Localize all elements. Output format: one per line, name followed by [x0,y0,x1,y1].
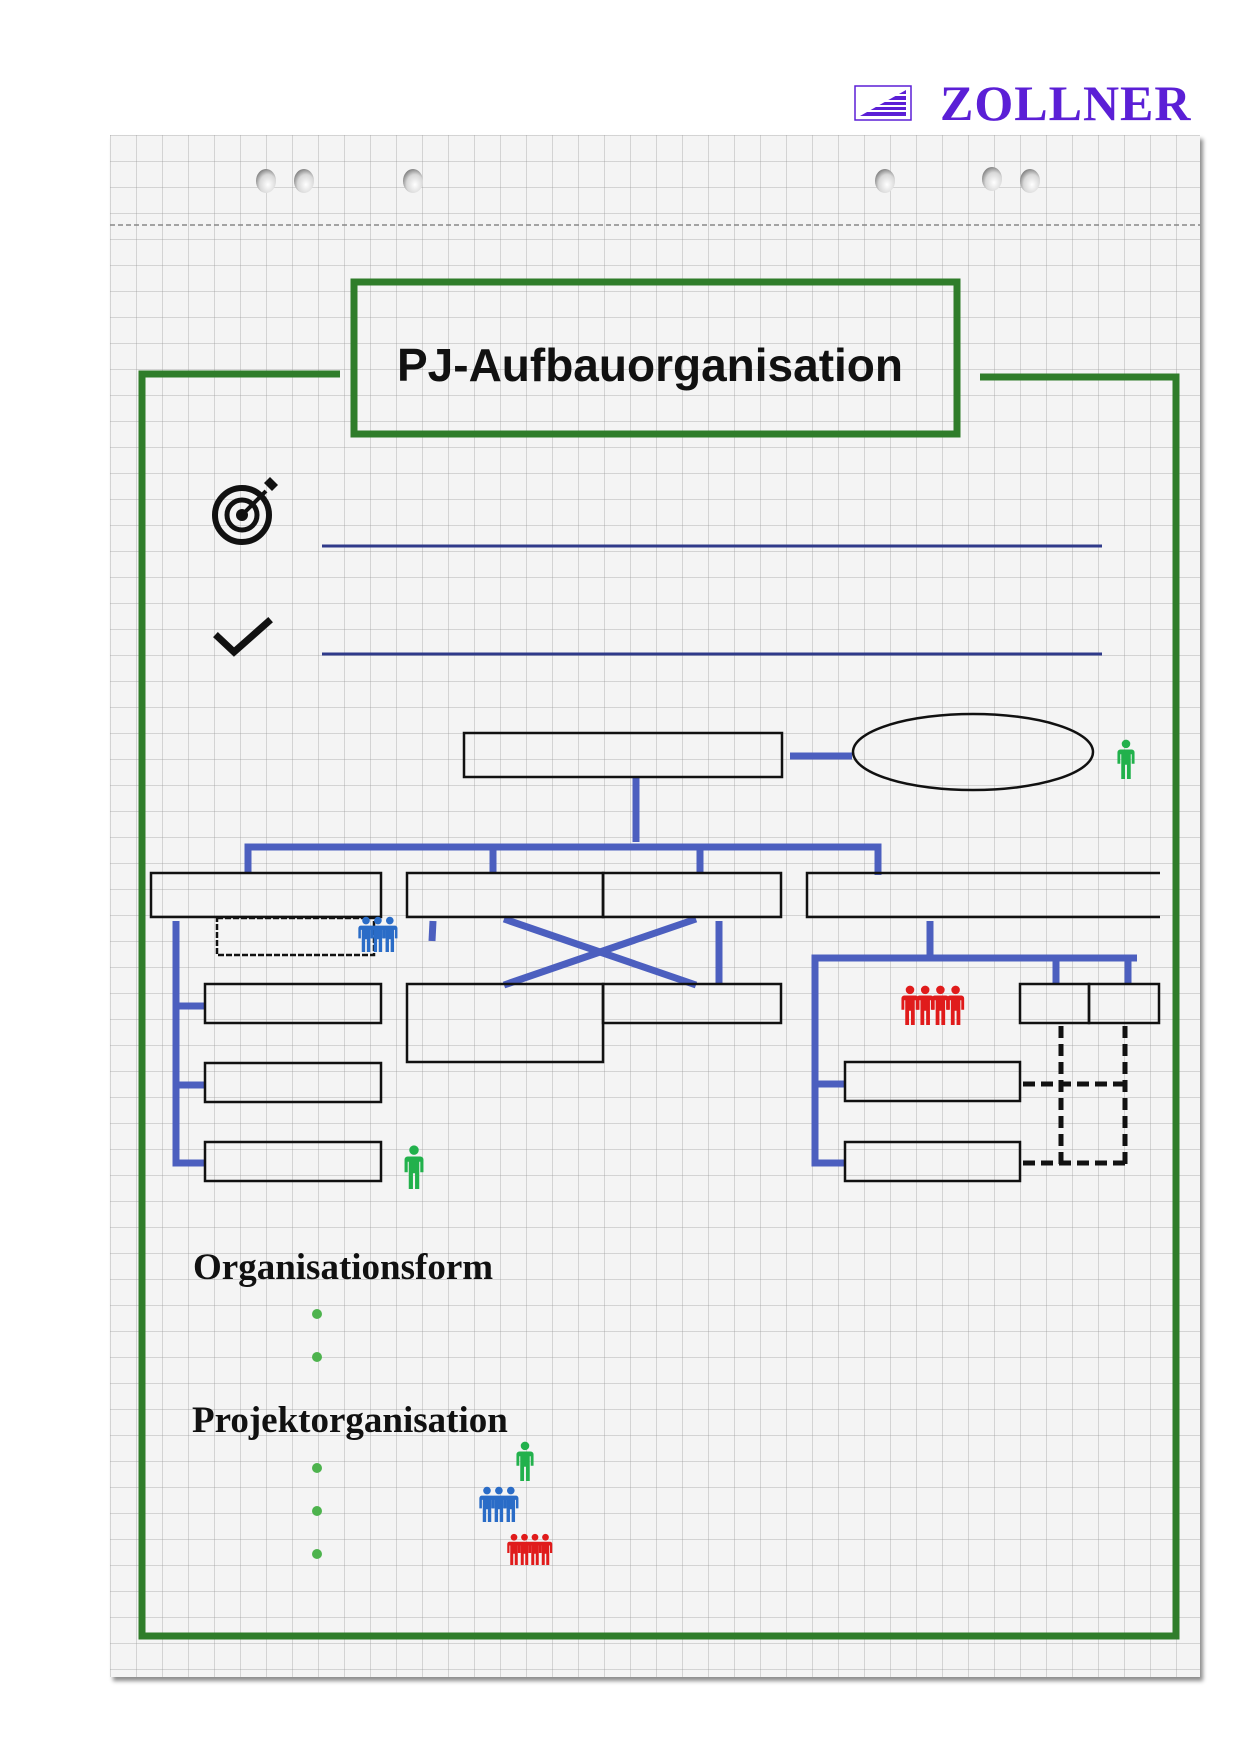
org-box-subproject-1[interactable] [149,871,383,919]
bullet-dot [312,1352,322,1362]
org-boxes [149,712,1161,1183]
org-connectors [172,752,1137,1167]
logo-mark-icon [854,85,912,121]
checkmark-icon [213,617,273,657]
punch-hole [1020,169,1040,193]
punch-hole [875,169,895,193]
group-of-three-icon [358,916,398,952]
heading-projektorganisation: Projektorganisation [192,1400,508,1441]
group-of-four-icon [507,1533,553,1565]
punch-holes [256,167,1040,193]
org-box-right-2[interactable] [843,1140,1022,1183]
org-box-team-1[interactable] [203,982,383,1025]
group-of-three-icon [479,1486,519,1522]
flipchart-paper [110,135,1200,1677]
title-box [350,278,961,438]
punch-hole [256,169,276,193]
org-box-subproject-2a[interactable] [405,871,605,919]
bullet-dot [312,1309,322,1319]
dashed-matrix-lines [1023,1026,1130,1166]
org-box-project-lead[interactable] [462,731,784,779]
org-box-subproject-2b[interactable] [601,871,783,919]
org-box-dashed[interactable] [215,916,376,957]
org-box-team-2[interactable] [203,1061,383,1104]
bullet-dot [312,1549,322,1559]
target-icon [212,477,278,545]
punch-hole [294,169,314,193]
single-person-icon [404,1145,424,1189]
punch-hole [403,169,423,193]
outer-frame [138,370,1180,1640]
org-box-small-b[interactable] [1087,982,1161,1025]
org-box-matrix-a[interactable] [405,982,605,1064]
group-of-four-icon [901,985,965,1025]
punch-hole [982,167,1002,191]
single-person-icon [1117,739,1135,779]
org-box-matrix-b[interactable] [601,982,783,1025]
org-box-right-1[interactable] [843,1060,1022,1103]
bullets [312,1309,322,1559]
org-box-subproject-3[interactable] [805,871,1160,919]
org-ellipse-steering[interactable] [851,712,1095,792]
bullet-dot [312,1463,322,1473]
bullet-dot [312,1506,322,1516]
page-title: PJ-Aufbauorganisation [396,339,904,391]
single-person-icon [516,1441,534,1481]
brand-name: ZOLLNER [940,75,1192,131]
org-box-team-3[interactable] [203,1140,383,1183]
org-box-small-a[interactable] [1018,982,1091,1025]
zollner-logo: ZOLLNER [854,78,1192,128]
heading-organisationsform: Organisationsform [193,1247,494,1288]
